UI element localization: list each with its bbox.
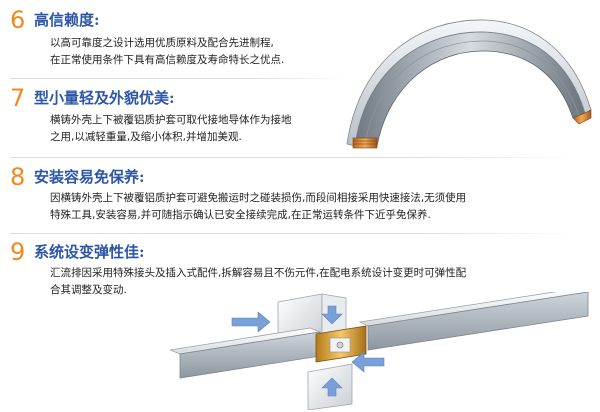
feature-number: 8 (10, 163, 26, 191)
feature-number: 6 (10, 6, 26, 34)
assembly-arrow-icon (321, 305, 343, 325)
assembly-arrow-icon (321, 377, 343, 397)
curved-busway-arch-illustration (346, 19, 592, 149)
section-divider (10, 233, 580, 234)
assembly-arrow-icon (351, 351, 385, 373)
feature-text-line: 汇流排因采用特殊接头及插入式配件,拆解容易且不伤元件,在配电系统设计变更时可弹性… (50, 267, 467, 279)
feature-text-line: 横铸外壳上下被覆铝质护套可取代接地导体作为接地 (50, 114, 292, 126)
busway-joint-connector-illustration (170, 292, 590, 410)
section-divider (10, 157, 580, 158)
feature-text-line: 以高可靠度之设计选用优质原料及配合先进制程, (50, 37, 274, 49)
feature-title: 系统设变弹性佳: (34, 243, 145, 261)
feature-text-line: 合其调整及变动. (50, 284, 127, 296)
feature-title: 安装容易免保养: (34, 168, 145, 186)
feature-title: 型小量轻及外貌优美: (34, 89, 175, 107)
assembly-arrow-icon (231, 311, 271, 333)
feature-text-line: 之用,以减轻重量,及缩小体积,并增加美观. (50, 131, 242, 143)
feature-number: 7 (10, 84, 26, 112)
feature-text-line: 因横铸外壳上下被覆铝质护套可避免搬运时之碰装损伤,而段间相接采用快速接法,无须使… (50, 192, 467, 204)
feature-number: 9 (10, 238, 26, 266)
feature-text-line: 特殊工具,安装容易,并可随指示确认已安全接续完成,在正常运转条件下近乎免保养. (50, 209, 431, 221)
section-divider (10, 78, 350, 79)
feature-title: 高信赖度: (34, 11, 100, 29)
feature-text-line: 在正常使用条件下具有高信赖度及寿命特长之优点. (50, 54, 285, 66)
